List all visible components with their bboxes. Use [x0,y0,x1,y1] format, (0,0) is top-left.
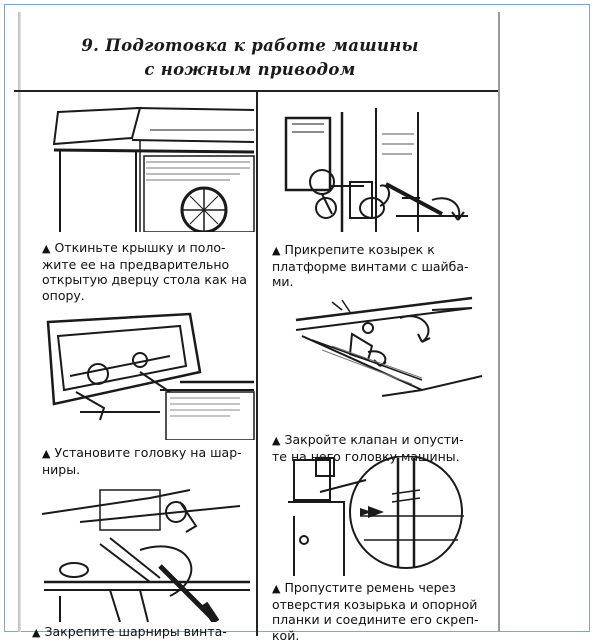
bullet-triangle-icon: ▲ [272,582,281,595]
bullet-triangle-icon: ▲ [32,626,41,639]
step-6-caption: ▲Пропустите ремень через отверстия козыр… [272,580,479,643]
title-divider [14,90,498,92]
scan-edge-right [498,12,500,632]
title-line-2: с ножным приводом [144,60,356,79]
bullet-triangle-icon: ▲ [42,447,51,460]
bullet-triangle-icon: ▲ [272,244,281,257]
step-4-caption: ▲Прикрепите козырек к платформе винтами … [272,242,469,289]
bullet-triangle-icon: ▲ [42,242,51,255]
step-1-caption: ▲Откиньте крышку и поло- жите ее на пред… [42,240,247,303]
machine-head-on-hinges-illustration [40,312,256,440]
belt-through-visor-illustration [280,456,494,576]
close-flap-lower-head-illustration [272,290,494,410]
step-2-caption: ▲Установите головку на шар- ниры. [42,445,242,477]
table-lid-open-illustration [40,100,256,232]
page-border [4,4,590,632]
title-line-1: 9. Подготовка к работе машины [81,36,419,55]
page-title: 9. Подготовка к работе машины с ножным п… [60,34,440,82]
attach-visor-screwdriver-illustration [272,104,494,232]
scan-edge-left [18,12,21,632]
step-3-caption: ▲Закрепите шарниры винта- [32,624,227,639]
bullet-triangle-icon: ▲ [272,434,281,447]
screwdriver-hinge-screws-illustration [40,486,256,622]
column-separator [256,92,258,636]
